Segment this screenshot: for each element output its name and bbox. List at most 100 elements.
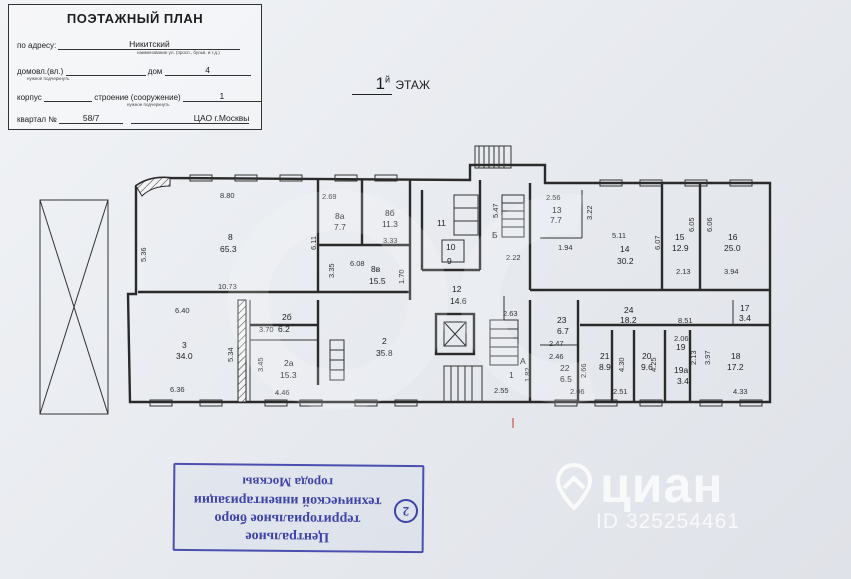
room-id: 3 bbox=[182, 340, 187, 350]
room-id: 14 bbox=[620, 244, 630, 254]
svg-text:3.33: 3.33 bbox=[383, 236, 398, 245]
room-area: 65.3 bbox=[220, 244, 237, 254]
room-area: 6.5 bbox=[560, 374, 572, 384]
plan-title: ПОЭТАЖНЫЙ ПЛАН bbox=[66, 11, 204, 26]
svg-text:4.30: 4.30 bbox=[617, 357, 626, 372]
svg-text:2.46: 2.46 bbox=[549, 352, 564, 361]
room-id: 18 bbox=[731, 351, 741, 361]
top-stair bbox=[474, 145, 512, 169]
svg-text:2.55: 2.55 bbox=[494, 386, 509, 395]
stamp-line: города Москвы bbox=[242, 474, 334, 491]
svg-text:3.94: 3.94 bbox=[724, 267, 739, 276]
svg-text:5.11: 5.11 bbox=[612, 231, 626, 240]
svg-text:1.94: 1.94 bbox=[558, 243, 573, 252]
room-area: 15.5 bbox=[369, 276, 386, 286]
room-id: Б bbox=[492, 230, 498, 240]
dom-label: дом bbox=[147, 67, 163, 76]
windows-top bbox=[189, 174, 753, 187]
floor-suffix: й bbox=[384, 74, 390, 85]
address-sub: наименование ул. (просп., бульв. и т.д.) bbox=[137, 50, 220, 55]
svg-text:6.05: 6.05 bbox=[687, 217, 696, 232]
svg-text:2.13: 2.13 bbox=[689, 350, 698, 365]
svg-text:2.13: 2.13 bbox=[676, 267, 691, 276]
room-area: 18.2 bbox=[620, 315, 637, 325]
svg-text:1.82: 1.82 bbox=[523, 367, 532, 382]
svg-text:2.51: 2.51 bbox=[613, 387, 628, 396]
room-id: 24 bbox=[624, 305, 634, 315]
korpus-label: корпус bbox=[17, 93, 42, 102]
floor-word: ЭТАЖ bbox=[395, 78, 430, 92]
room-area: 3.4 bbox=[677, 376, 689, 386]
courtyard-area bbox=[39, 199, 109, 415]
title-block: ПОЭТАЖНЫЙ ПЛАН по адресу: Никитский наим… bbox=[8, 4, 262, 130]
svg-text:3.70: 3.70 bbox=[259, 325, 274, 334]
svg-text:2.56: 2.56 bbox=[546, 193, 561, 202]
svg-text:3.35: 3.35 bbox=[327, 263, 336, 278]
room-id: 2а bbox=[284, 358, 294, 368]
svg-text:2.63: 2.63 bbox=[503, 309, 518, 318]
windows-bottom bbox=[149, 399, 763, 407]
room-area: 12.9 bbox=[672, 243, 689, 253]
svg-text:8.51: 8.51 bbox=[678, 316, 693, 325]
watermark-brand: циан bbox=[600, 457, 724, 513]
room-area: 30.2 bbox=[617, 256, 634, 266]
svg-text:6.40: 6.40 bbox=[175, 306, 190, 315]
room-area: 14.6 bbox=[450, 296, 467, 306]
room-area: 35.8 bbox=[376, 348, 393, 358]
room-id: 17 bbox=[740, 303, 750, 313]
svg-text:4.33: 4.33 bbox=[733, 387, 748, 396]
address-row: по адресу: Никитский bbox=[17, 39, 253, 50]
outer-walls bbox=[126, 163, 772, 404]
stamp: 2 Центральное территориальное бюро техни… bbox=[172, 462, 425, 554]
room-id: 10 bbox=[446, 242, 456, 252]
svg-text:6.08: 6.08 bbox=[350, 259, 365, 268]
svg-text:8.80: 8.80 bbox=[220, 191, 235, 200]
svg-text:2.47: 2.47 bbox=[549, 339, 564, 348]
stroenie-value: 1 bbox=[182, 91, 261, 102]
stroenie-sub: нужное подчеркнуть bbox=[127, 102, 170, 107]
address-value: Никитский bbox=[58, 39, 241, 50]
room-area: 9.6 bbox=[641, 362, 653, 372]
svg-text:6.36: 6.36 bbox=[170, 385, 185, 394]
room-id: А bbox=[520, 356, 526, 366]
room-id: 2 bbox=[382, 336, 387, 346]
domovl-label: домовл.(вл.) bbox=[17, 67, 64, 76]
watermark-id: ID 325254461 bbox=[596, 510, 740, 533]
svg-text:1.70: 1.70 bbox=[397, 269, 406, 284]
room-area: 7.7 bbox=[550, 215, 562, 225]
room-id: 19 bbox=[676, 342, 686, 352]
stamp-badge: 2 bbox=[393, 498, 419, 524]
room-id: 13 bbox=[552, 205, 562, 215]
floor-number: 1 bbox=[375, 74, 385, 93]
room-area: 3.4 bbox=[739, 313, 751, 323]
room-id: 1 bbox=[509, 370, 514, 380]
svg-text:6.07: 6.07 bbox=[653, 235, 662, 250]
korpus-row: корпус строение (сооружение) 1 bbox=[17, 91, 261, 102]
room-area: 7.7 bbox=[334, 222, 346, 232]
room-labels: 8 65.3 8а 7.7 8б 11.3 8в 15.5 11 10 9 Б … bbox=[176, 205, 751, 386]
room-id: 19а bbox=[674, 365, 688, 375]
room-id: 21 bbox=[600, 351, 610, 361]
room-id: 22 bbox=[560, 363, 570, 373]
room-area: 25.0 bbox=[724, 243, 741, 253]
address-label: по адресу: bbox=[17, 41, 57, 50]
room-id: 8в bbox=[371, 264, 381, 274]
room-area: 8.9 bbox=[599, 362, 611, 372]
room-area: 17.2 bbox=[727, 362, 744, 372]
kvartal-value: 58/7 bbox=[59, 113, 124, 124]
room-id: 8б bbox=[385, 208, 395, 218]
watermark-logo-large bbox=[228, 190, 596, 410]
room-id: 8 bbox=[228, 232, 233, 242]
svg-text:2.06: 2.06 bbox=[570, 387, 585, 396]
svg-text:5.34: 5.34 bbox=[226, 347, 235, 362]
floor-label: 1й ЭТАЖ bbox=[352, 74, 430, 95]
cian-logo-icon bbox=[555, 462, 593, 511]
svg-text:5.36: 5.36 bbox=[139, 247, 148, 262]
svg-text:4.46: 4.46 bbox=[275, 388, 290, 397]
kvartal-label: квартал № bbox=[17, 115, 57, 124]
svg-text:2.66: 2.66 bbox=[579, 363, 588, 378]
kvartal-row: квартал № 58/7 ЦАО г.Москвы bbox=[17, 113, 253, 124]
stamp-line: Центральное bbox=[245, 528, 330, 545]
